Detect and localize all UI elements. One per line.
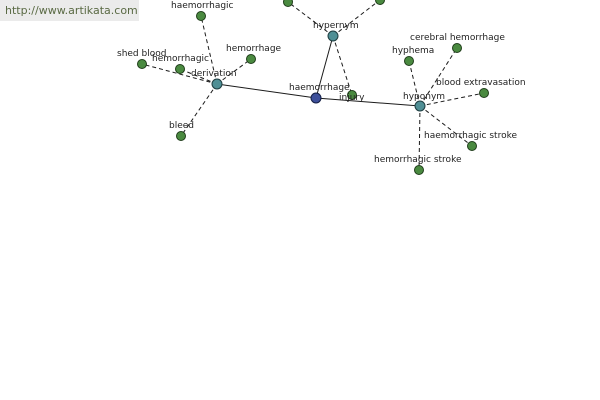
term-node[interactable] [246, 54, 256, 64]
term-label[interactable]: injury [339, 93, 365, 103]
term-label[interactable]: haemorrhagic stroke [424, 131, 517, 141]
term-label[interactable]: hemorrhagic stroke [374, 155, 462, 165]
term-node[interactable] [452, 43, 462, 53]
term-label[interactable]: blood extravasation [436, 78, 526, 88]
edge-derivation-t1 [200, 15, 218, 85]
relation-node-hyponym[interactable] [414, 100, 426, 112]
edge-derivation-t4 [216, 58, 252, 85]
term-node[interactable] [479, 88, 489, 98]
root-label[interactable]: haemorrhage [289, 83, 350, 93]
relation-label-hyponym[interactable]: hyponym [403, 92, 445, 102]
term-label[interactable]: haemorrhagic [171, 1, 234, 11]
term-node[interactable] [137, 59, 147, 69]
edge-root-derivation [216, 83, 317, 99]
site-watermark[interactable]: http://www.artikata.com [0, 0, 139, 21]
term-node[interactable] [196, 11, 206, 21]
edge-hyponym-t10 [419, 47, 458, 107]
term-label[interactable]: hemorrhage [226, 44, 282, 54]
relation-label-hypernym[interactable]: hypernym [313, 21, 359, 31]
term-node[interactable] [467, 141, 477, 151]
term-node[interactable] [414, 165, 424, 175]
term-label[interactable]: bleed [169, 121, 194, 131]
edge-hypernym-t8 [332, 35, 353, 96]
term-label[interactable]: hyphema [392, 46, 434, 56]
edge-hypernym-t7 [332, 0, 381, 37]
term-node[interactable] [176, 131, 186, 141]
term-node[interactable] [347, 90, 357, 100]
edge-hyponym-t12 [419, 105, 473, 147]
edge-derivation-t5 [180, 83, 218, 137]
term-label[interactable]: shed blood [117, 49, 166, 59]
edge-derivation-t2 [141, 63, 218, 85]
edge-hypernym-t6 [287, 1, 334, 37]
edge-hyponym-t11 [419, 92, 485, 107]
edge-hyponym-t9 [408, 60, 421, 107]
edge-root-hypernym [315, 35, 334, 99]
relation-node-derivation[interactable] [211, 78, 223, 90]
term-node[interactable] [283, 0, 293, 7]
relation-label-derivation[interactable]: derivation [191, 69, 237, 79]
relation-node-hypernym[interactable] [327, 30, 339, 42]
term-node[interactable] [375, 0, 385, 5]
term-label[interactable]: cerebral hemorrhage [410, 33, 505, 43]
graph-edges [141, 0, 485, 171]
root-node[interactable] [310, 92, 322, 104]
term-node[interactable] [404, 56, 414, 66]
edge-root-hyponym [315, 97, 421, 107]
term-label[interactable]: hemorrhagic [152, 54, 209, 64]
edge-hyponym-t13 [418, 105, 421, 171]
term-node[interactable] [175, 64, 185, 74]
